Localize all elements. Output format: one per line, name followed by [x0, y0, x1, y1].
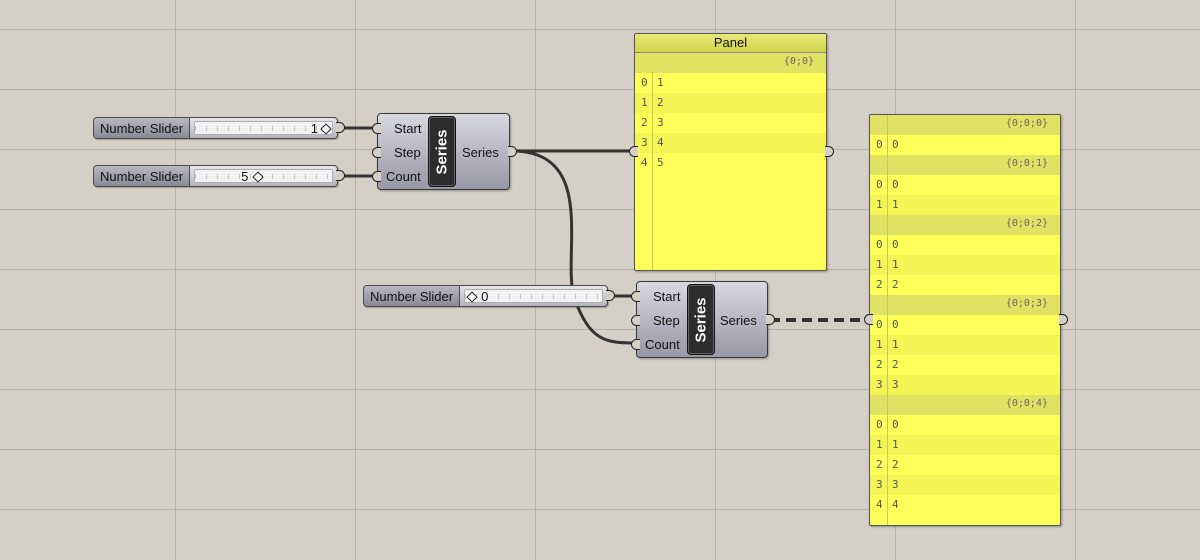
slider-3-value: 0	[481, 289, 489, 304]
panel-tree-branch-path: {0;0;4}	[870, 395, 1060, 415]
series-1-output-port[interactable]	[508, 146, 517, 157]
number-slider-2[interactable]: Number Slider 5	[93, 165, 338, 187]
slider-1-grip[interactable]	[320, 123, 332, 135]
series-1-step-port[interactable]	[372, 147, 381, 158]
slider-3-output-port[interactable]	[606, 290, 615, 301]
series-2-title-block[interactable]: Series	[687, 284, 715, 355]
series-1-title: Series	[433, 128, 451, 175]
slider-3-grip[interactable]	[466, 291, 478, 303]
slider-1-output-port[interactable]	[336, 122, 345, 133]
slider-3-name: Number Slider	[364, 286, 461, 306]
slider-2-name: Number Slider	[94, 166, 191, 186]
series-1-input-start[interactable]: Start	[394, 121, 422, 136]
series-1-start-port[interactable]	[372, 123, 381, 134]
slider-3-track[interactable]: 0	[464, 289, 603, 304]
series-1-input-step[interactable]: Step	[394, 145, 421, 160]
slider-2-output-port[interactable]	[336, 170, 345, 181]
panel-top-output-port[interactable]	[825, 146, 834, 157]
series-1-input-count[interactable]: Count	[386, 169, 421, 184]
panel-top-title: Panel	[635, 34, 826, 53]
slider-1-value: 1	[310, 121, 318, 136]
series-2-start-port[interactable]	[631, 291, 640, 302]
series-component-2[interactable]: Start Step Count Series Series	[636, 281, 768, 358]
slider-2-grip[interactable]	[252, 171, 264, 183]
panel-top-branch-path: {0;0}	[635, 53, 826, 73]
panel-tree-branch-path: {0;0;0}	[870, 115, 1060, 135]
series-2-input-start[interactable]: Start	[653, 289, 681, 304]
series-1-title-block[interactable]: Series	[428, 116, 456, 187]
series-2-title: Series	[692, 296, 710, 343]
wire-series1-count2	[511, 149, 635, 345]
series-2-output-series[interactable]: Series	[720, 313, 757, 328]
panel-tree-branch-path: {0;0;1}	[870, 155, 1060, 175]
series-2-input-count[interactable]: Count	[645, 337, 680, 352]
number-slider-3[interactable]: Number Slider 0	[363, 285, 608, 307]
panel-tree-output-port[interactable]	[1059, 314, 1068, 325]
slider-1-track[interactable]: 1	[194, 121, 333, 136]
series-2-count-port[interactable]	[631, 339, 640, 350]
series-1-count-port[interactable]	[372, 171, 381, 182]
series-1-output-series[interactable]: Series	[462, 145, 499, 160]
slider-2-value: 5	[241, 169, 249, 184]
series-2-input-step[interactable]: Step	[653, 313, 680, 328]
series-component-1[interactable]: Start Step Count Series Series	[377, 113, 510, 190]
panel-tree-input-port[interactable]	[864, 314, 873, 325]
number-slider-1[interactable]: Number Slider 1	[93, 117, 338, 139]
panel-tree-branch-path: {0;0;2}	[870, 215, 1060, 235]
series-2-output-port[interactable]	[766, 314, 775, 325]
panel-tree-branch-path: {0;0;3}	[870, 295, 1060, 315]
series-2-step-port[interactable]	[631, 315, 640, 326]
slider-2-track[interactable]: 5	[194, 169, 333, 184]
slider-1-name: Number Slider	[94, 118, 191, 138]
panel-top-input-port[interactable]	[629, 146, 638, 157]
